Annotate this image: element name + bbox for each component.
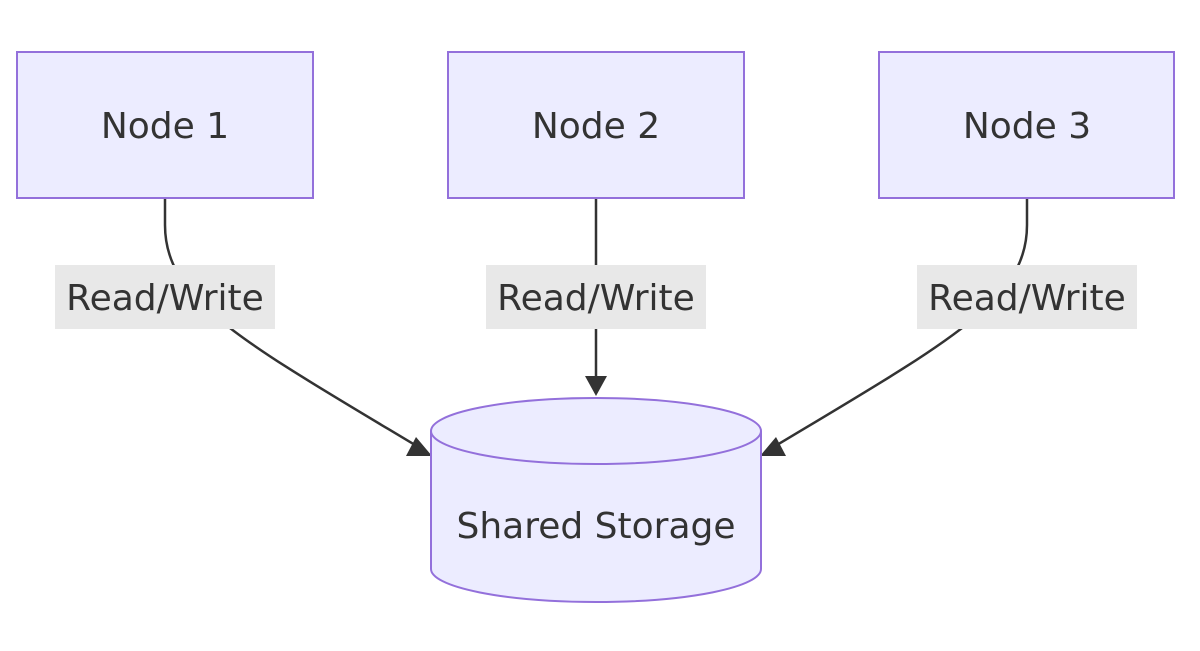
arrowhead-node2-storage	[585, 376, 607, 396]
arrowhead-node1-storage	[406, 437, 432, 456]
edge-label-1: Read/Write	[55, 265, 275, 329]
node-1[interactable]: Node 1	[16, 51, 314, 199]
edge-label-2: Read/Write	[486, 265, 706, 329]
edge-label-text: Read/Write	[928, 278, 1126, 319]
node-3[interactable]: Node 3	[878, 51, 1175, 199]
storage-label: Shared Storage	[456, 506, 735, 547]
node-label: Node 2	[532, 106, 660, 147]
node-2[interactable]: Node 2	[447, 51, 745, 199]
edge-label-text: Read/Write	[497, 278, 695, 319]
cylinder-body	[430, 397, 762, 603]
node-label: Node 3	[963, 106, 1091, 147]
node-label: Node 1	[101, 106, 229, 147]
shared-storage-node[interactable]: Shared Storage	[430, 397, 762, 603]
edge-label-text: Read/Write	[66, 278, 264, 319]
cylinder-top-rim	[430, 430, 762, 465]
edge-label-3: Read/Write	[917, 265, 1137, 329]
arrowhead-node3-storage	[760, 437, 786, 456]
